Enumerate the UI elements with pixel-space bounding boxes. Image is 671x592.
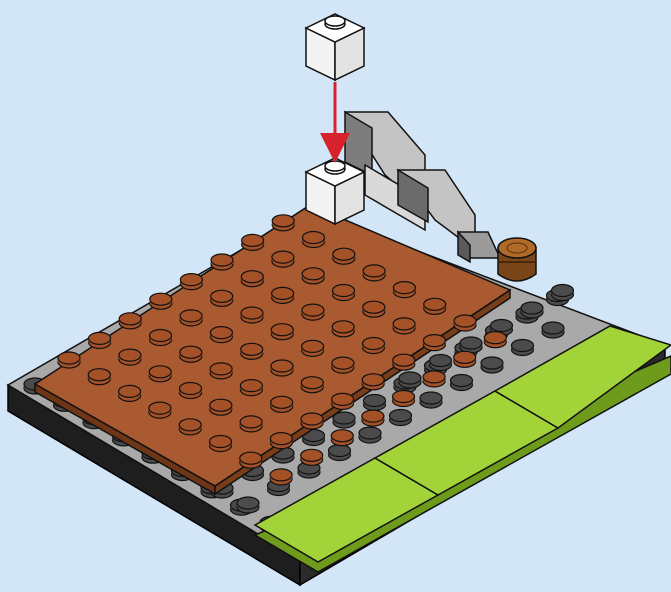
soil-plate xyxy=(33,204,512,496)
brown-stud xyxy=(118,384,142,402)
brown-stud xyxy=(210,289,234,307)
brown-stud xyxy=(422,370,446,388)
gray-stud xyxy=(358,426,382,444)
brown-stud xyxy=(301,267,325,285)
brown-stud xyxy=(269,432,293,450)
brown-stud xyxy=(392,317,416,335)
brown-stud xyxy=(300,448,324,466)
brown-stud xyxy=(332,247,356,265)
brown-stud xyxy=(301,230,326,249)
white-brick-new xyxy=(304,13,366,82)
gray-stud xyxy=(449,373,474,392)
brown-stud xyxy=(179,309,203,327)
brown-stud xyxy=(270,359,294,377)
rock-wall xyxy=(343,110,502,264)
brown-stud xyxy=(392,281,416,299)
brown-stud xyxy=(148,401,172,419)
brown-stud xyxy=(271,250,295,268)
gray-stud xyxy=(510,338,535,357)
brown-stud xyxy=(209,398,233,416)
gray-stud xyxy=(480,356,504,374)
brown-stud xyxy=(301,303,325,321)
brown-stud xyxy=(241,233,265,251)
gray-stud xyxy=(398,371,422,389)
brown-stud xyxy=(209,362,233,380)
brown-stud xyxy=(361,373,385,391)
gray-stud xyxy=(362,393,387,412)
brown-stud xyxy=(391,389,416,408)
brown-stud xyxy=(178,418,202,436)
gray-stud xyxy=(541,321,565,339)
brown-stud xyxy=(240,342,264,360)
brown-stud xyxy=(149,292,173,310)
rock-face-3 xyxy=(457,230,471,264)
brown-stud xyxy=(331,356,355,374)
brown-stud xyxy=(240,306,264,324)
brown-stud xyxy=(301,339,325,357)
white-brick-placed xyxy=(304,157,366,226)
brown-stud xyxy=(240,270,264,288)
brown-stud xyxy=(269,468,293,486)
brown-stud xyxy=(453,350,477,368)
brown-stud xyxy=(362,264,386,282)
brown-stud xyxy=(331,392,355,410)
rock-face-2 xyxy=(397,168,429,224)
brown-stud xyxy=(148,328,173,347)
brown-stud xyxy=(239,379,263,397)
brown-stud xyxy=(179,345,203,363)
brown-stud xyxy=(300,412,324,430)
brown-stud xyxy=(209,326,233,344)
brown-stud xyxy=(87,331,112,349)
brown-stud xyxy=(179,273,203,291)
gray-stud xyxy=(520,301,544,319)
brown-stud xyxy=(57,351,81,369)
brown-stud xyxy=(331,320,355,338)
brown-stud xyxy=(87,368,111,386)
brown-stud xyxy=(392,353,416,371)
grass-tile-3 xyxy=(493,325,671,429)
brown-stud xyxy=(118,312,142,330)
brown-stud xyxy=(239,415,263,433)
brown-stud xyxy=(210,253,234,271)
brown-stud xyxy=(361,409,385,427)
brown-stud xyxy=(271,214,295,232)
brown-stud xyxy=(208,434,233,453)
brown-stud xyxy=(239,451,263,469)
brown-stud xyxy=(270,395,294,413)
brown-stud xyxy=(423,297,447,315)
brown-stud xyxy=(453,314,477,332)
brown-stud xyxy=(330,429,354,447)
gray-stud xyxy=(428,353,453,372)
brown-stud xyxy=(362,300,386,318)
brown-stud xyxy=(422,334,446,352)
brown-stud xyxy=(331,283,356,302)
barrel xyxy=(497,237,537,282)
brown-stud xyxy=(270,323,294,341)
barrel-top xyxy=(497,237,537,259)
brown-stud xyxy=(148,365,172,383)
brown-stud xyxy=(483,331,507,349)
gray-stud xyxy=(327,443,352,462)
gray-stud xyxy=(388,408,413,427)
gray-stud xyxy=(550,283,575,302)
brown-stud xyxy=(361,336,386,355)
gray-stud xyxy=(332,411,356,429)
brown-stud xyxy=(118,348,142,366)
grass-tiles xyxy=(253,325,671,573)
brown-stud xyxy=(178,381,203,400)
brown-stud xyxy=(271,286,295,304)
brown-stud xyxy=(300,376,324,394)
gray-stud xyxy=(301,428,326,447)
gray-stud xyxy=(236,496,260,514)
brown-stud-grid xyxy=(57,214,507,486)
gray-stud xyxy=(459,336,483,354)
gray-stud xyxy=(419,391,443,409)
